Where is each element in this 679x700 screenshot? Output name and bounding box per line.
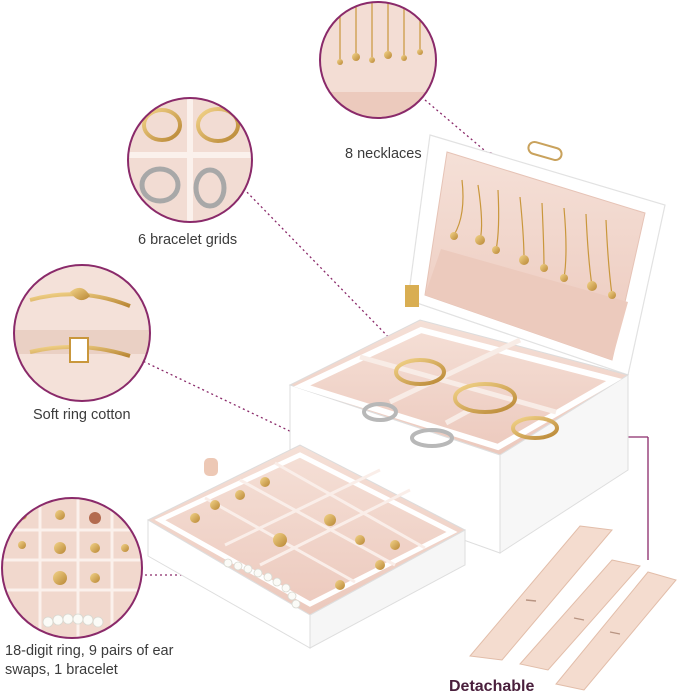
bracelet-grids-label: 6 bracelet grids: [138, 232, 238, 248]
detachable-label: Detachable: [449, 678, 535, 695]
bracelets: [394, 358, 559, 440]
ring-digits-label: 18-digit ring, 9 pairs of ear swaps, 1 b…: [5, 643, 174, 678]
main-jewelry-box: [288, 134, 666, 554]
ring-closeup: [13, 264, 151, 402]
necklace-closeup: [319, 1, 437, 119]
bracelet-closeup: [127, 97, 253, 223]
detachable-dividers: [469, 525, 677, 691]
ring-tray: [146, 444, 467, 649]
ring-cotton-label: Soft ring cotton: [33, 407, 131, 423]
tray-closeup: [1, 497, 143, 639]
necklaces-label: 8 necklaces: [345, 146, 422, 162]
